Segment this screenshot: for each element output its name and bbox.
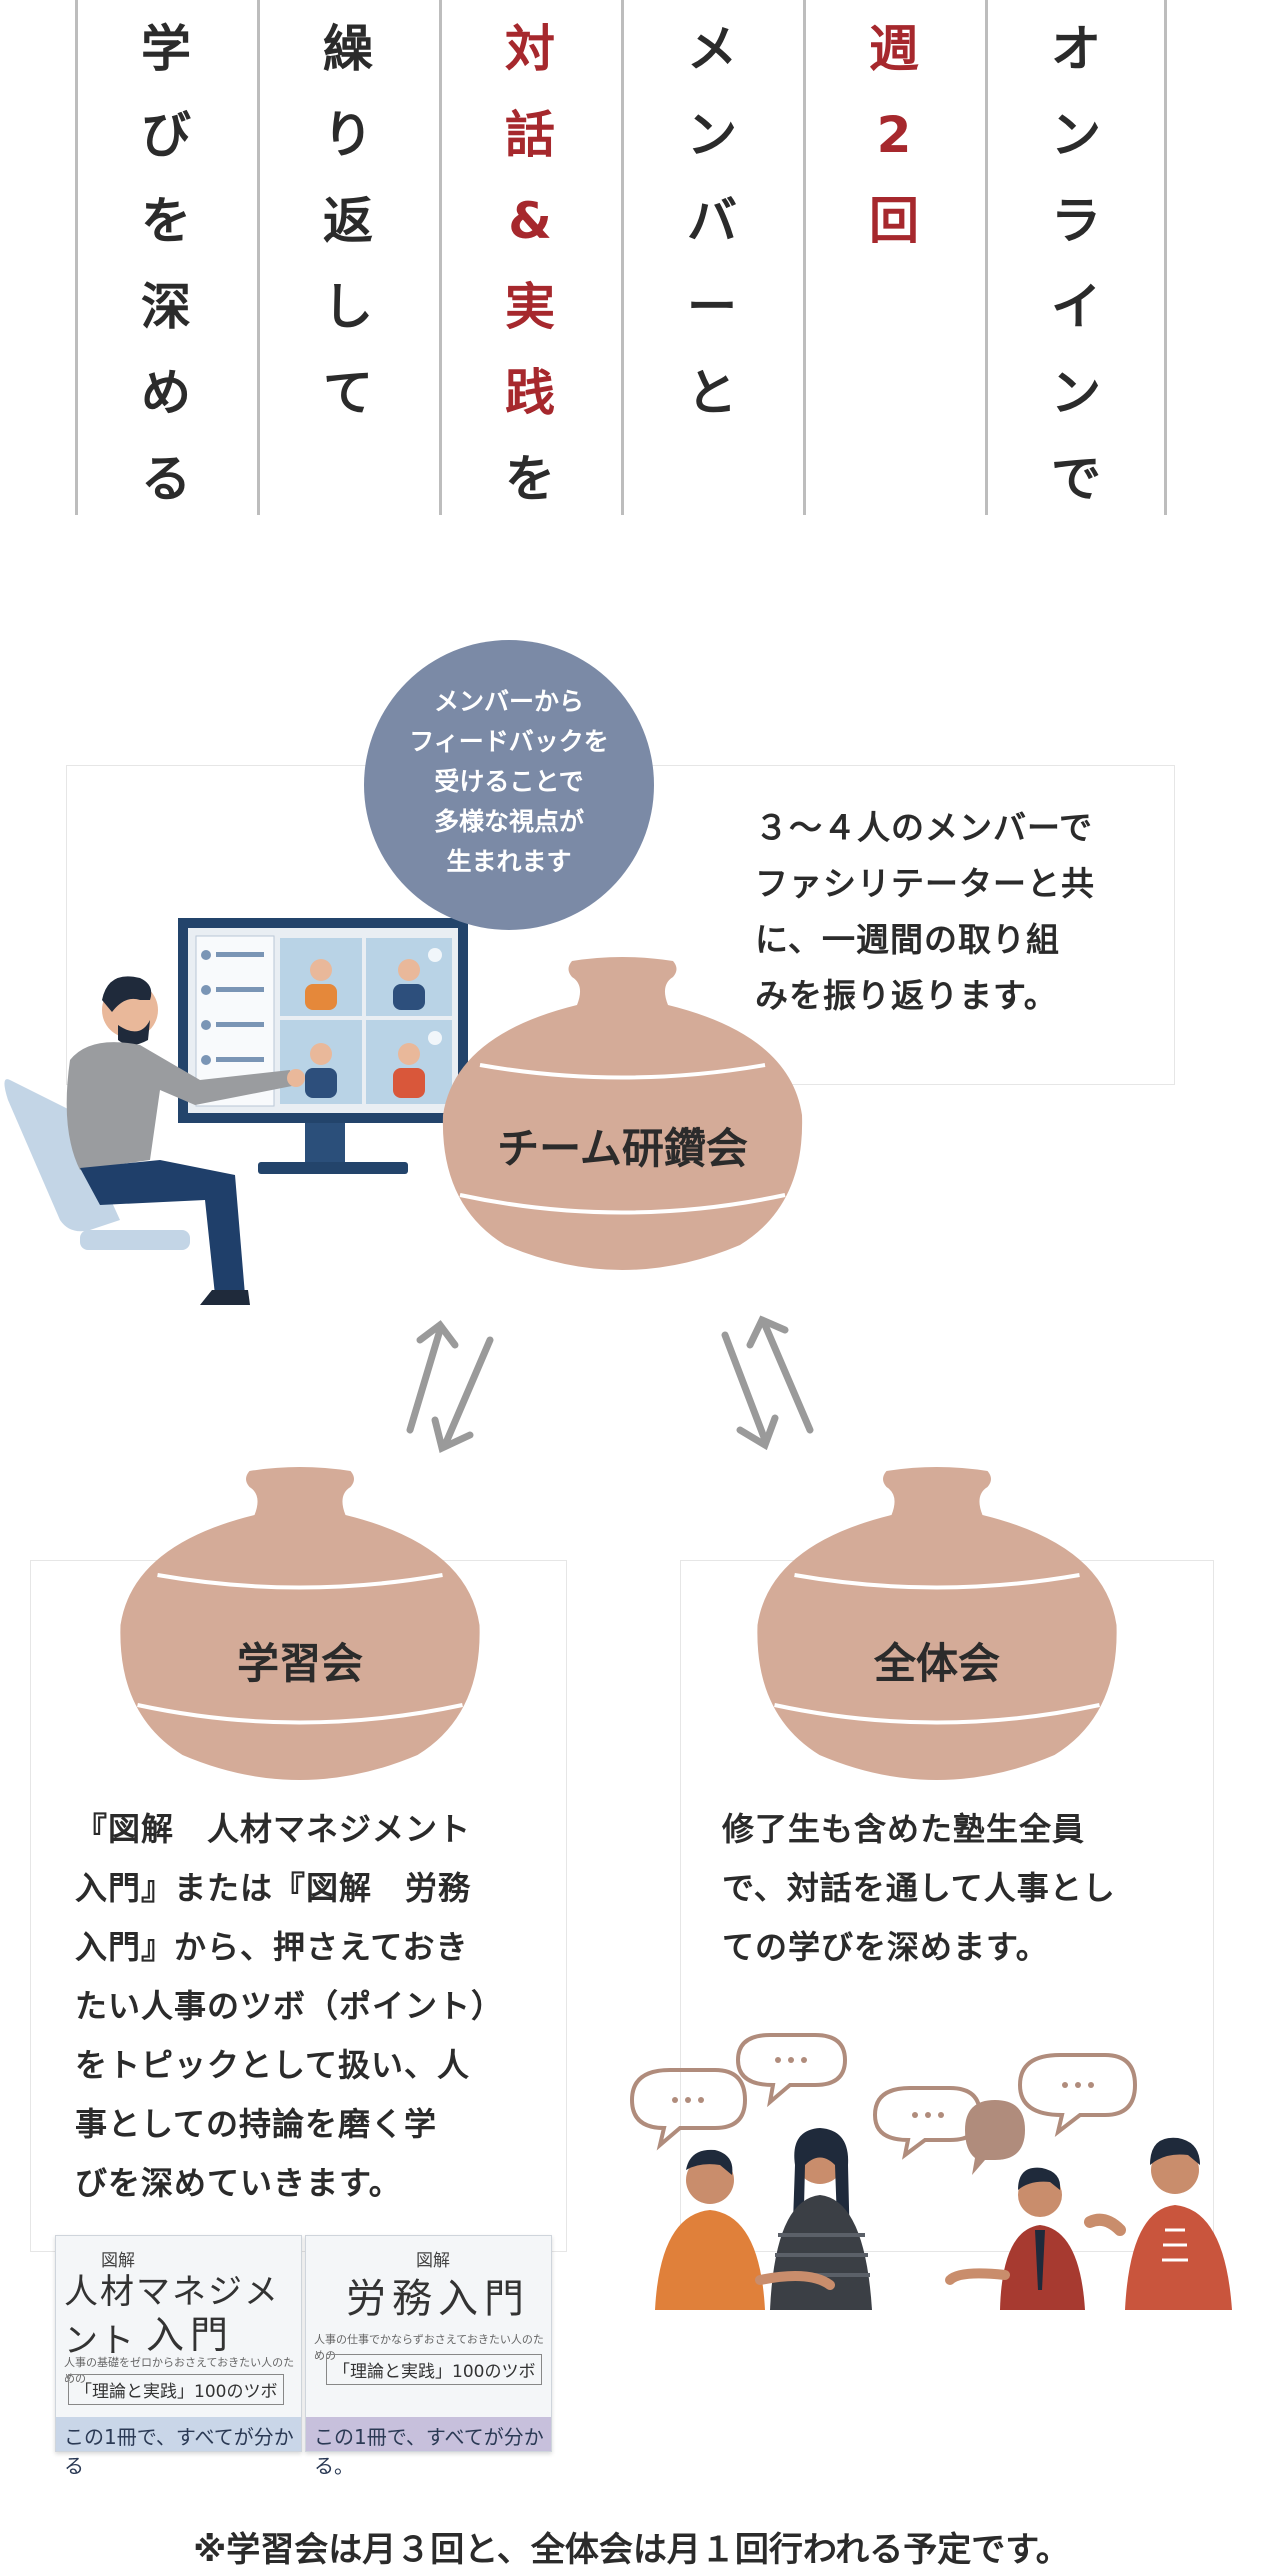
headline-char: ン bbox=[1051, 364, 1101, 422]
headline-text-4: メンバーと bbox=[624, 6, 800, 436]
pot-icon bbox=[757, 1467, 1117, 1780]
headline-char: 返 bbox=[323, 192, 373, 250]
team-desc-line: に、一週間の取り組 bbox=[755, 920, 1061, 959]
all-pot: 全体会 bbox=[752, 1465, 1122, 1785]
study-desc-line: 『図解 人材マネジメント bbox=[75, 1810, 472, 1848]
speech-bubble-icon bbox=[1017, 2053, 1138, 2138]
all-desc-line: ての学びを深めます。 bbox=[722, 1928, 1049, 1966]
pot-icon bbox=[120, 1467, 480, 1780]
team-pot: チーム研鑽会 bbox=[440, 955, 805, 1275]
headline-char: で bbox=[1051, 450, 1101, 508]
headline-char: 2 bbox=[876, 106, 912, 164]
headline-char: 実 bbox=[505, 278, 555, 336]
book-tag: 「理論と実践」100のツボ bbox=[68, 2374, 285, 2405]
study-desc-line: 入門』または『図解 労務 bbox=[75, 1869, 472, 1907]
cycle-arrows bbox=[406, 1315, 814, 1453]
book-subtitle: 人事の基礎をゼロからおさえておきたい人のための bbox=[64, 2356, 295, 2385]
headline-char: & bbox=[508, 192, 552, 250]
speech-bubble-icon bbox=[629, 2068, 748, 2151]
headline-char: ン bbox=[687, 106, 737, 164]
headline-char: 回 bbox=[869, 192, 919, 250]
headline-char: ラ bbox=[1051, 192, 1101, 250]
headline-column-2: 繰り返して bbox=[257, 0, 436, 515]
headline-column-1: 学びを深める bbox=[75, 0, 254, 515]
headline-char: し bbox=[323, 278, 373, 336]
headline-char: 話 bbox=[505, 106, 555, 164]
bubble-line: 受けることで bbox=[434, 767, 584, 796]
bubble-line: 多様な視点が bbox=[433, 807, 584, 836]
headline-char: オ bbox=[1051, 20, 1101, 78]
person-at-computer-illustration bbox=[4, 918, 468, 1305]
book-band: この1冊で、すべてが分かる。 bbox=[306, 2417, 551, 2478]
book-title-2: 入門 bbox=[146, 2313, 235, 2357]
headline-text-5: 週 2 回 bbox=[806, 6, 982, 264]
pot-icon bbox=[442, 957, 803, 1270]
headline-text-6: オンラインで bbox=[988, 6, 1164, 522]
group-discussion-illustration bbox=[629, 2033, 1232, 2310]
book-title: 人材マネジメント bbox=[64, 2272, 280, 2361]
headline-char: び bbox=[141, 106, 191, 164]
study-desc-line: びを深めていきます。 bbox=[75, 2164, 402, 2202]
headline-char: 践 bbox=[505, 364, 555, 422]
headline-char: る bbox=[141, 450, 191, 508]
book-title: 労務入門 bbox=[346, 2276, 530, 2322]
speech-bubble-icon bbox=[872, 2086, 983, 2160]
headline-text-3: 対話 & 実践を bbox=[442, 6, 618, 522]
headline-char: と bbox=[687, 364, 737, 422]
team-desc-line: ファシリテーターと共 bbox=[755, 864, 1095, 903]
footnote: ※学習会は月３回と、全体会は月１回行われる予定です。 bbox=[193, 2530, 1070, 2570]
all-desc-line: で、対話を通して人事とし bbox=[722, 1869, 1116, 1907]
feedback-bubble-text: メンバーから フィードバックを 受けることで 多様な視点が 生まれます bbox=[364, 682, 654, 882]
bubble-line: 生まれます bbox=[446, 847, 572, 876]
study-pot-label: 学習会 bbox=[236, 1639, 363, 1688]
bubble-line: フィードバックを bbox=[409, 727, 609, 756]
study-description: 『図解 人材マネジメント 入門』または『図解 労務 入門』から、押さえておき た… bbox=[75, 1800, 565, 2213]
headline-char: め bbox=[141, 364, 191, 422]
headline-char: て bbox=[323, 364, 373, 422]
book-small-label: 図解 bbox=[101, 2251, 135, 2271]
team-desc-line: みを振り返ります。 bbox=[755, 976, 1058, 1015]
headline-text-2: 繰り返して bbox=[260, 6, 436, 436]
team-desc-line: ３～４人のメンバーで bbox=[755, 808, 1094, 847]
book-band: この1冊で、すべてが分かる bbox=[56, 2417, 301, 2478]
team-description: ３～４人のメンバーで ファシリテーターと共 に、一週間の取り組 みを振り返ります… bbox=[755, 800, 1175, 1024]
headline-char: バ bbox=[687, 192, 737, 250]
headline-char: 学 bbox=[141, 20, 191, 78]
headline-char: イ bbox=[1051, 278, 1101, 336]
book-subtitle: 人事の仕事でかならずおさえておきたい人のための bbox=[314, 2333, 544, 2362]
book-band-text: この1冊で、すべてが分かる。 bbox=[314, 2425, 544, 2478]
study-desc-line: をトピックとして扱い、人 bbox=[75, 2046, 471, 2084]
study-pot: 学習会 bbox=[115, 1465, 485, 1785]
all-description: 修了生も含めた塾生全員 で、対話を通して人事とし ての学びを深めます。 bbox=[722, 1800, 1202, 1977]
headline-char: ー bbox=[687, 278, 737, 336]
headline-column-4: メンバーと bbox=[621, 0, 800, 515]
headline-column-5: 週 2 回 bbox=[803, 0, 982, 515]
headline-char: 対 bbox=[505, 20, 555, 78]
headline-text-1: 学びを深める bbox=[78, 6, 254, 522]
headline-char: 週 bbox=[869, 20, 919, 78]
headline-char: メ bbox=[687, 20, 737, 78]
feedback-bubble: メンバーから フィードバックを 受けることで 多様な視点が 生まれます bbox=[364, 640, 654, 930]
headline-char: 深 bbox=[141, 278, 191, 336]
headline-char: を bbox=[141, 192, 191, 250]
study-desc-line: 入門』から、押さえておき bbox=[75, 1928, 469, 1966]
book-small-label: 図解 bbox=[416, 2251, 450, 2271]
bubble-line: メンバーから bbox=[433, 687, 584, 716]
all-desc-line: 修了生も含めた塾生全員 bbox=[722, 1810, 1086, 1848]
book-band-text: この1冊で、すべてが分かる bbox=[64, 2425, 294, 2478]
book-jinzai-management: 図解 人材マネジメント 入門 人事の基礎をゼロからおさえておきたい人のための 「… bbox=[55, 2235, 302, 2478]
headline-column-6: オンラインで bbox=[985, 0, 1167, 515]
headline-char: 繰 bbox=[323, 20, 373, 78]
book-tag: 「理論と実践」100のツボ bbox=[326, 2354, 543, 2385]
study-desc-line: 事としての持論を磨く学 bbox=[75, 2105, 438, 2143]
book-roumu: 図解 労務入門 人事の仕事でかならずおさえておきたい人のための 「理論と実践」1… bbox=[305, 2235, 552, 2478]
headline-char: り bbox=[323, 106, 373, 164]
headline-column-3: 対話 & 実践を bbox=[439, 0, 618, 515]
study-desc-line: たい人事のツボ（ポイント） bbox=[75, 1987, 505, 2025]
all-pot-label: 全体会 bbox=[873, 1639, 1000, 1688]
headline-char: ン bbox=[1051, 106, 1101, 164]
headline-char: を bbox=[505, 450, 555, 508]
speech-bubble-icon bbox=[735, 2033, 848, 2108]
team-pot-label: チーム研鑽会 bbox=[497, 1124, 748, 1173]
